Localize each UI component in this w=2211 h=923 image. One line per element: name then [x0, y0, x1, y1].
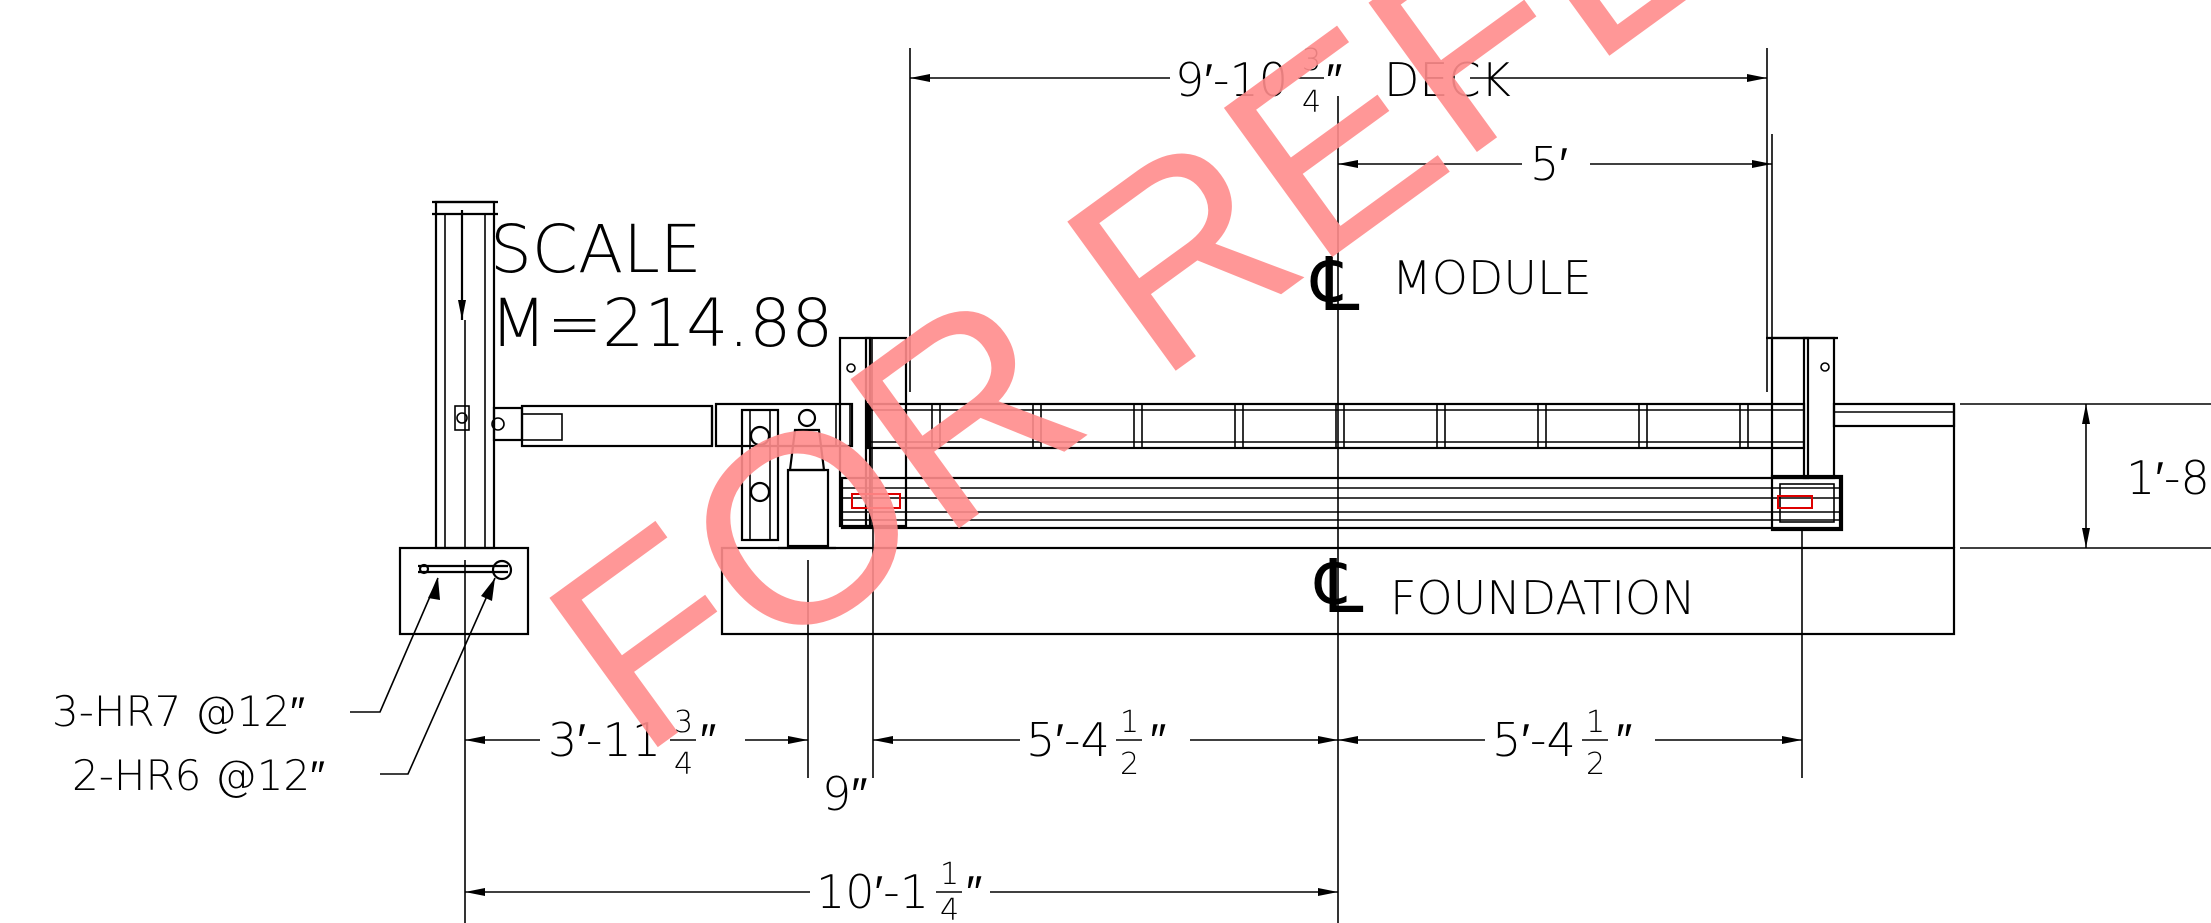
- svg-text:2: 2: [1586, 747, 1605, 782]
- lower-rail: [840, 474, 1844, 532]
- scale-title: SCALE: [490, 211, 702, 288]
- dimension-lines: [465, 74, 2090, 896]
- svg-text:″: ″: [1150, 713, 1166, 767]
- dim-bottom: 10′-1 1 4 ″: [816, 857, 982, 923]
- dim-mid-right: 5′-4 1 2 ″: [1492, 705, 1632, 782]
- dim-height: 1′-8: [2126, 451, 2210, 505]
- svg-text:″: ″: [1616, 713, 1632, 767]
- deck-segment-joint: [1234, 403, 1244, 449]
- foundation-label: FOUNDATION: [1390, 571, 1696, 625]
- svg-text:″: ″: [1326, 53, 1342, 107]
- arm-beam: [491, 404, 714, 448]
- extension-lines: [464, 48, 2211, 923]
- deck-segment-joint: [1335, 403, 1345, 449]
- svg-text:″: ″: [966, 865, 982, 919]
- left-post-footing: [398, 546, 530, 636]
- deck-module: [866, 402, 1806, 450]
- deck-segment-joint: [1133, 403, 1143, 449]
- rebar-callout-b: 2-HR6 @12″: [72, 751, 325, 800]
- module-label: MODULE: [1392, 251, 1592, 305]
- deck-segment-joint: [1537, 403, 1547, 449]
- rebar-callout-a: 3-HR7 @12″: [52, 687, 305, 736]
- left-red-bracket: [851, 493, 901, 509]
- svg-text:10′-1: 10′-1: [816, 865, 929, 919]
- svg-text:4: 4: [940, 893, 959, 923]
- svg-text:DECK: DECK: [1384, 53, 1511, 107]
- dim-left: 3′-11 3 4 ″: [548, 705, 716, 782]
- module-centerline-symbol: ℄: [1310, 242, 1360, 328]
- dim-five: 5′: [1530, 137, 1568, 191]
- deck-segment-joint: [1436, 403, 1446, 449]
- dim-mid-left: 5′-4 1 2 ″: [1026, 705, 1166, 782]
- svg-text:1: 1: [1586, 705, 1605, 740]
- svg-text:1: 1: [940, 857, 959, 892]
- svg-text:3′-11: 3′-11: [548, 713, 661, 767]
- svg-text:″: ″: [700, 713, 716, 767]
- right-extension: [1832, 402, 1956, 548]
- scale-value: M=214.88: [490, 285, 833, 362]
- svg-text:5′-4: 5′-4: [1492, 713, 1576, 767]
- svg-text:5′-4: 5′-4: [1026, 713, 1110, 767]
- foundation-centerline-symbol: ℄: [1314, 544, 1364, 630]
- left-post: [432, 200, 498, 550]
- rebar-leaders: [350, 577, 496, 775]
- svg-text:1: 1: [1120, 705, 1139, 740]
- svg-text:2: 2: [1120, 747, 1139, 782]
- svg-text:3: 3: [674, 705, 693, 740]
- svg-text:3: 3: [1302, 43, 1321, 78]
- dim-deck: 9′-10 3 4 ″ DECK: [1175, 43, 1511, 120]
- right-bumper: [1766, 336, 1838, 480]
- svg-text:4: 4: [1302, 85, 1321, 120]
- deck-segment-joint: [1032, 403, 1042, 449]
- svg-text:9′-10: 9′-10: [1175, 53, 1288, 107]
- svg-text:4: 4: [674, 747, 693, 782]
- deck-segment-joint: [931, 403, 941, 449]
- deck-segment-joint: [1638, 403, 1648, 449]
- deck-segment-joint: [1739, 403, 1749, 449]
- dim-nine: 9″: [822, 767, 868, 821]
